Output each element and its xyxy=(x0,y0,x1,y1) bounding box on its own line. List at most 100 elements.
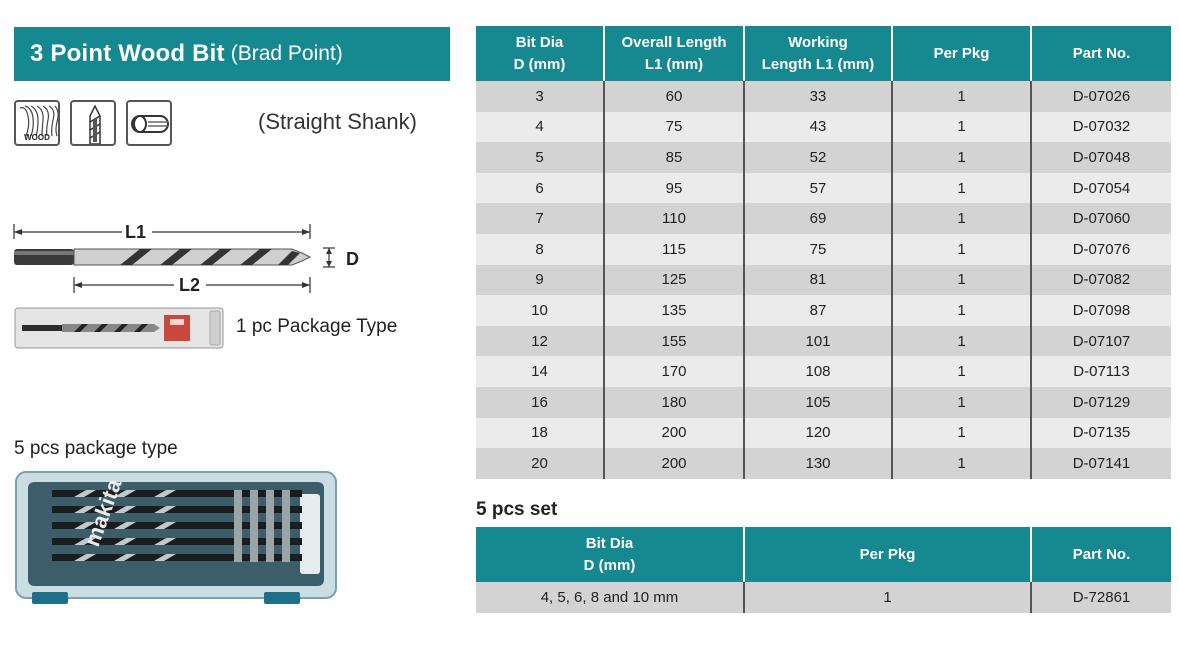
column-header: Part No. xyxy=(1031,26,1171,81)
table-cell: 200 xyxy=(604,448,745,479)
table-cell: D-07135 xyxy=(1031,417,1171,449)
table-cell: D-07098 xyxy=(1031,295,1171,326)
table-cell: 1 xyxy=(892,417,1032,449)
table-cell: 8 xyxy=(476,233,605,265)
table-cell: 170 xyxy=(604,356,745,387)
table-cell: 1 xyxy=(892,264,1032,296)
table-cell: 69 xyxy=(744,203,893,234)
table-cell: 180 xyxy=(604,386,745,418)
wood-icon-label: WOOD xyxy=(24,133,50,142)
table-cell: D-07032 xyxy=(1031,111,1171,143)
table-cell: D-07076 xyxy=(1031,233,1171,265)
table-cell: D-07113 xyxy=(1031,356,1171,387)
brad-point-tip-icon xyxy=(70,100,116,146)
column-header: Part No. xyxy=(1031,527,1171,582)
table-cell: 1 xyxy=(892,356,1032,387)
table-cell: 9 xyxy=(476,264,605,296)
table-cell: D-07060 xyxy=(1031,203,1171,234)
table-cell: 3 xyxy=(476,81,605,112)
table-cell: 1 xyxy=(892,233,1032,265)
table-cell: 1 xyxy=(892,325,1032,357)
l2-label: L2 xyxy=(179,275,200,295)
table-cell: D-07082 xyxy=(1031,264,1171,296)
table-cell: 125 xyxy=(604,264,745,296)
table-cell: 18 xyxy=(476,417,605,449)
table-cell: D-07026 xyxy=(1031,81,1171,112)
table-cell: 16 xyxy=(476,386,605,418)
table-cell: 1 xyxy=(892,142,1032,173)
table-cell: 52 xyxy=(744,142,893,173)
table-cell: 4 xyxy=(476,111,605,143)
l1-label: L1 xyxy=(125,222,146,242)
drill-bit-diagram: L1 D L2 xyxy=(13,222,359,295)
wood-material-icon: WOOD xyxy=(14,100,60,146)
table-cell: D-07141 xyxy=(1031,448,1171,479)
table-cell: 5 xyxy=(476,142,605,173)
table-cell: 200 xyxy=(604,417,745,449)
table-cell: 14 xyxy=(476,356,605,387)
table-cell: 75 xyxy=(604,111,745,143)
d-label: D xyxy=(346,249,359,269)
page-title: 3 Point Wood Bit xyxy=(30,40,225,67)
table-cell: 110 xyxy=(604,203,745,234)
table-cell: 101 xyxy=(744,325,893,357)
table-cell: 120 xyxy=(744,417,893,449)
table-cell: 75 xyxy=(744,233,893,265)
table-cell: 85 xyxy=(604,142,745,173)
table-cell: 1 xyxy=(892,295,1032,326)
feature-icons: WOOD xyxy=(14,100,172,146)
table-cell: 155 xyxy=(604,325,745,357)
shank-type-label: (Straight Shank) xyxy=(258,109,417,134)
table-cell: 81 xyxy=(744,264,893,296)
table-cell: 10 xyxy=(476,295,605,326)
table-cell: D-07054 xyxy=(1031,172,1171,204)
five-package-image: makita xyxy=(15,471,337,604)
table-cell: D-72861 xyxy=(1031,582,1171,613)
table-cell: 135 xyxy=(604,295,745,326)
table-cell: 115 xyxy=(604,233,745,265)
title-bar: 3 Point Wood Bit (Brad Point) xyxy=(14,27,450,81)
table-cell: 57 xyxy=(744,172,893,204)
table-cell: 60 xyxy=(604,81,745,112)
table-cell: D-07129 xyxy=(1031,386,1171,418)
table-cell: 108 xyxy=(744,356,893,387)
table-cell: 1 xyxy=(892,448,1032,479)
table-cell: D-07107 xyxy=(1031,325,1171,357)
table-cell: 1 xyxy=(892,386,1032,418)
column-header: Per Pkg xyxy=(892,26,1032,81)
table-cell: 20 xyxy=(476,448,605,479)
table-cell: 7 xyxy=(476,203,605,234)
table-cell: D-07048 xyxy=(1031,142,1171,173)
table-cell: 33 xyxy=(744,81,893,112)
table-cell: 130 xyxy=(744,448,893,479)
table-cell: 1 xyxy=(892,81,1032,112)
table-cell: 1 xyxy=(744,582,1032,613)
table-cell: 95 xyxy=(604,172,745,204)
column-header: Per Pkg xyxy=(744,527,1032,582)
table-cell: 43 xyxy=(744,111,893,143)
table-cell: 12 xyxy=(476,325,605,357)
set-section-label: 5 pcs set xyxy=(476,499,558,520)
five-package-label: 5 pcs package type xyxy=(14,438,178,459)
